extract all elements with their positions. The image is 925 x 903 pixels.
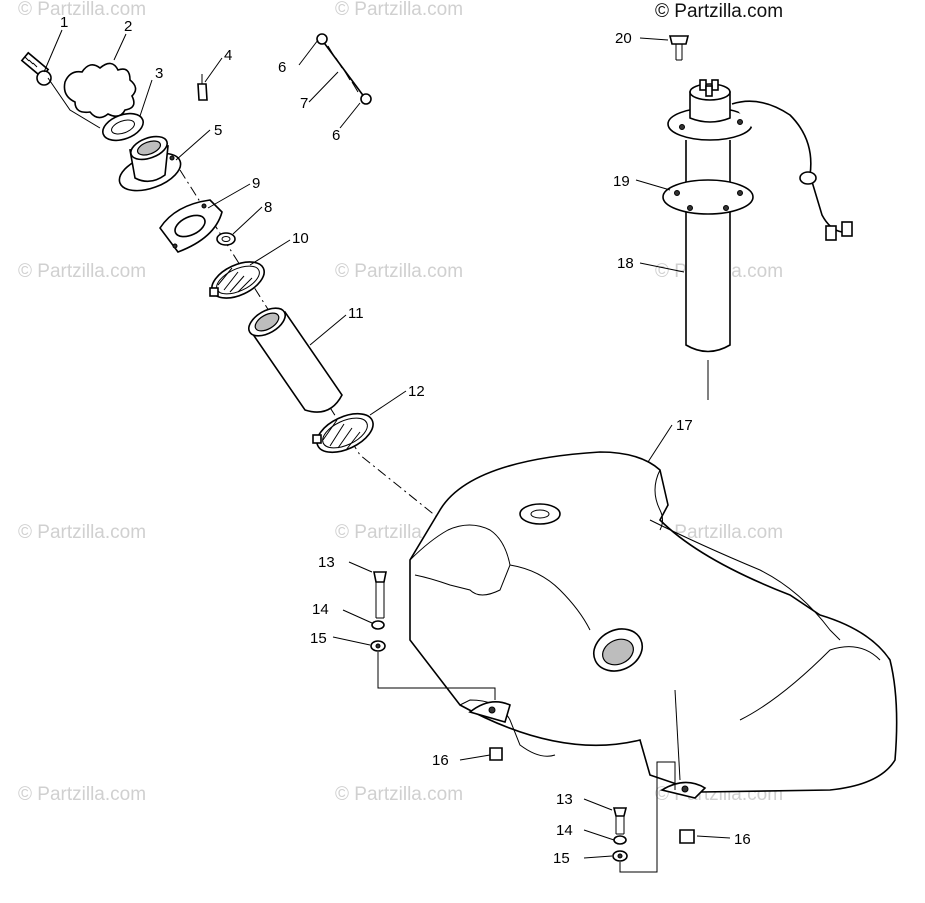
watermark: © Partzilla.com [335,784,463,805]
callout-13-left: 13 [318,554,335,571]
callout-17: 17 [676,417,693,434]
callout-14-right: 14 [556,822,573,839]
callout-6-upper: 6 [278,59,286,76]
callout-leaders [43,29,731,859]
part-14-washer [371,620,385,630]
part-4-screw [197,74,208,101]
callout-1: 1 [60,14,68,31]
watermark: © Partzilla.com [18,0,146,20]
callout-8: 8 [264,199,272,216]
part-6-clip-upper [316,33,328,45]
part-19-sender-gasket [662,179,754,215]
callout-12: 12 [408,383,425,400]
part-11-filler-hose [248,307,343,413]
copyright-text: © Partzilla.com [655,1,783,22]
callout-3: 3 [155,65,163,82]
sender-head [667,79,853,241]
watermark: © Partzilla.com [18,261,146,282]
part-12-hose-clamp [312,412,374,454]
callout-18: 18 [617,255,634,272]
callout-5: 5 [214,122,222,139]
part-17-fuel-tank [409,451,898,799]
part-9-mounting-plate [159,199,223,253]
part-13-bolt [373,571,387,583]
callout-10: 10 [292,230,309,247]
callout-16-left: 16 [432,752,449,769]
callout-20: 20 [615,30,632,47]
watermark: © Partzilla.com [18,784,146,805]
callout-13-right: 13 [556,791,573,808]
callout-7: 7 [300,95,308,112]
part-18-fuel-sender-tube [685,140,731,400]
part-14-washer [613,835,627,845]
watermark: © Partzilla.com [18,522,146,543]
watermark: © Partzilla.com [335,261,463,282]
part-6-clip-lower [360,93,372,105]
callout-19: 19 [613,173,630,190]
part-8-washer [216,232,236,246]
callout-11: 11 [348,305,364,322]
watermark: © Partzilla.com [335,0,463,20]
part-2-fuel-cap [63,62,137,119]
callout-16-right: 16 [734,831,751,848]
callout-4: 4 [224,47,232,64]
callout-2: 2 [124,18,132,35]
callout-14-left: 14 [312,601,329,618]
part-10-hose-clamp [209,261,265,299]
part-13-bolt [612,807,628,817]
callout-15-right: 15 [553,850,570,867]
hardware-left [370,571,503,761]
callout-15-left: 15 [310,630,327,647]
part-7-strap [316,33,372,105]
part-3-gasket [102,112,144,142]
part-16-nut [489,747,503,761]
callout-9: 9 [252,175,260,192]
part-20-sender-screw [668,35,690,61]
callout-labels: 1 2 3 4 5 6 7 6 8 9 10 11 12 13 14 15 16… [60,14,751,867]
part-16-nut [679,829,695,844]
hardware-right [612,761,695,873]
part-5-filler-neck [118,135,182,192]
callout-6-lower: 6 [332,127,340,144]
